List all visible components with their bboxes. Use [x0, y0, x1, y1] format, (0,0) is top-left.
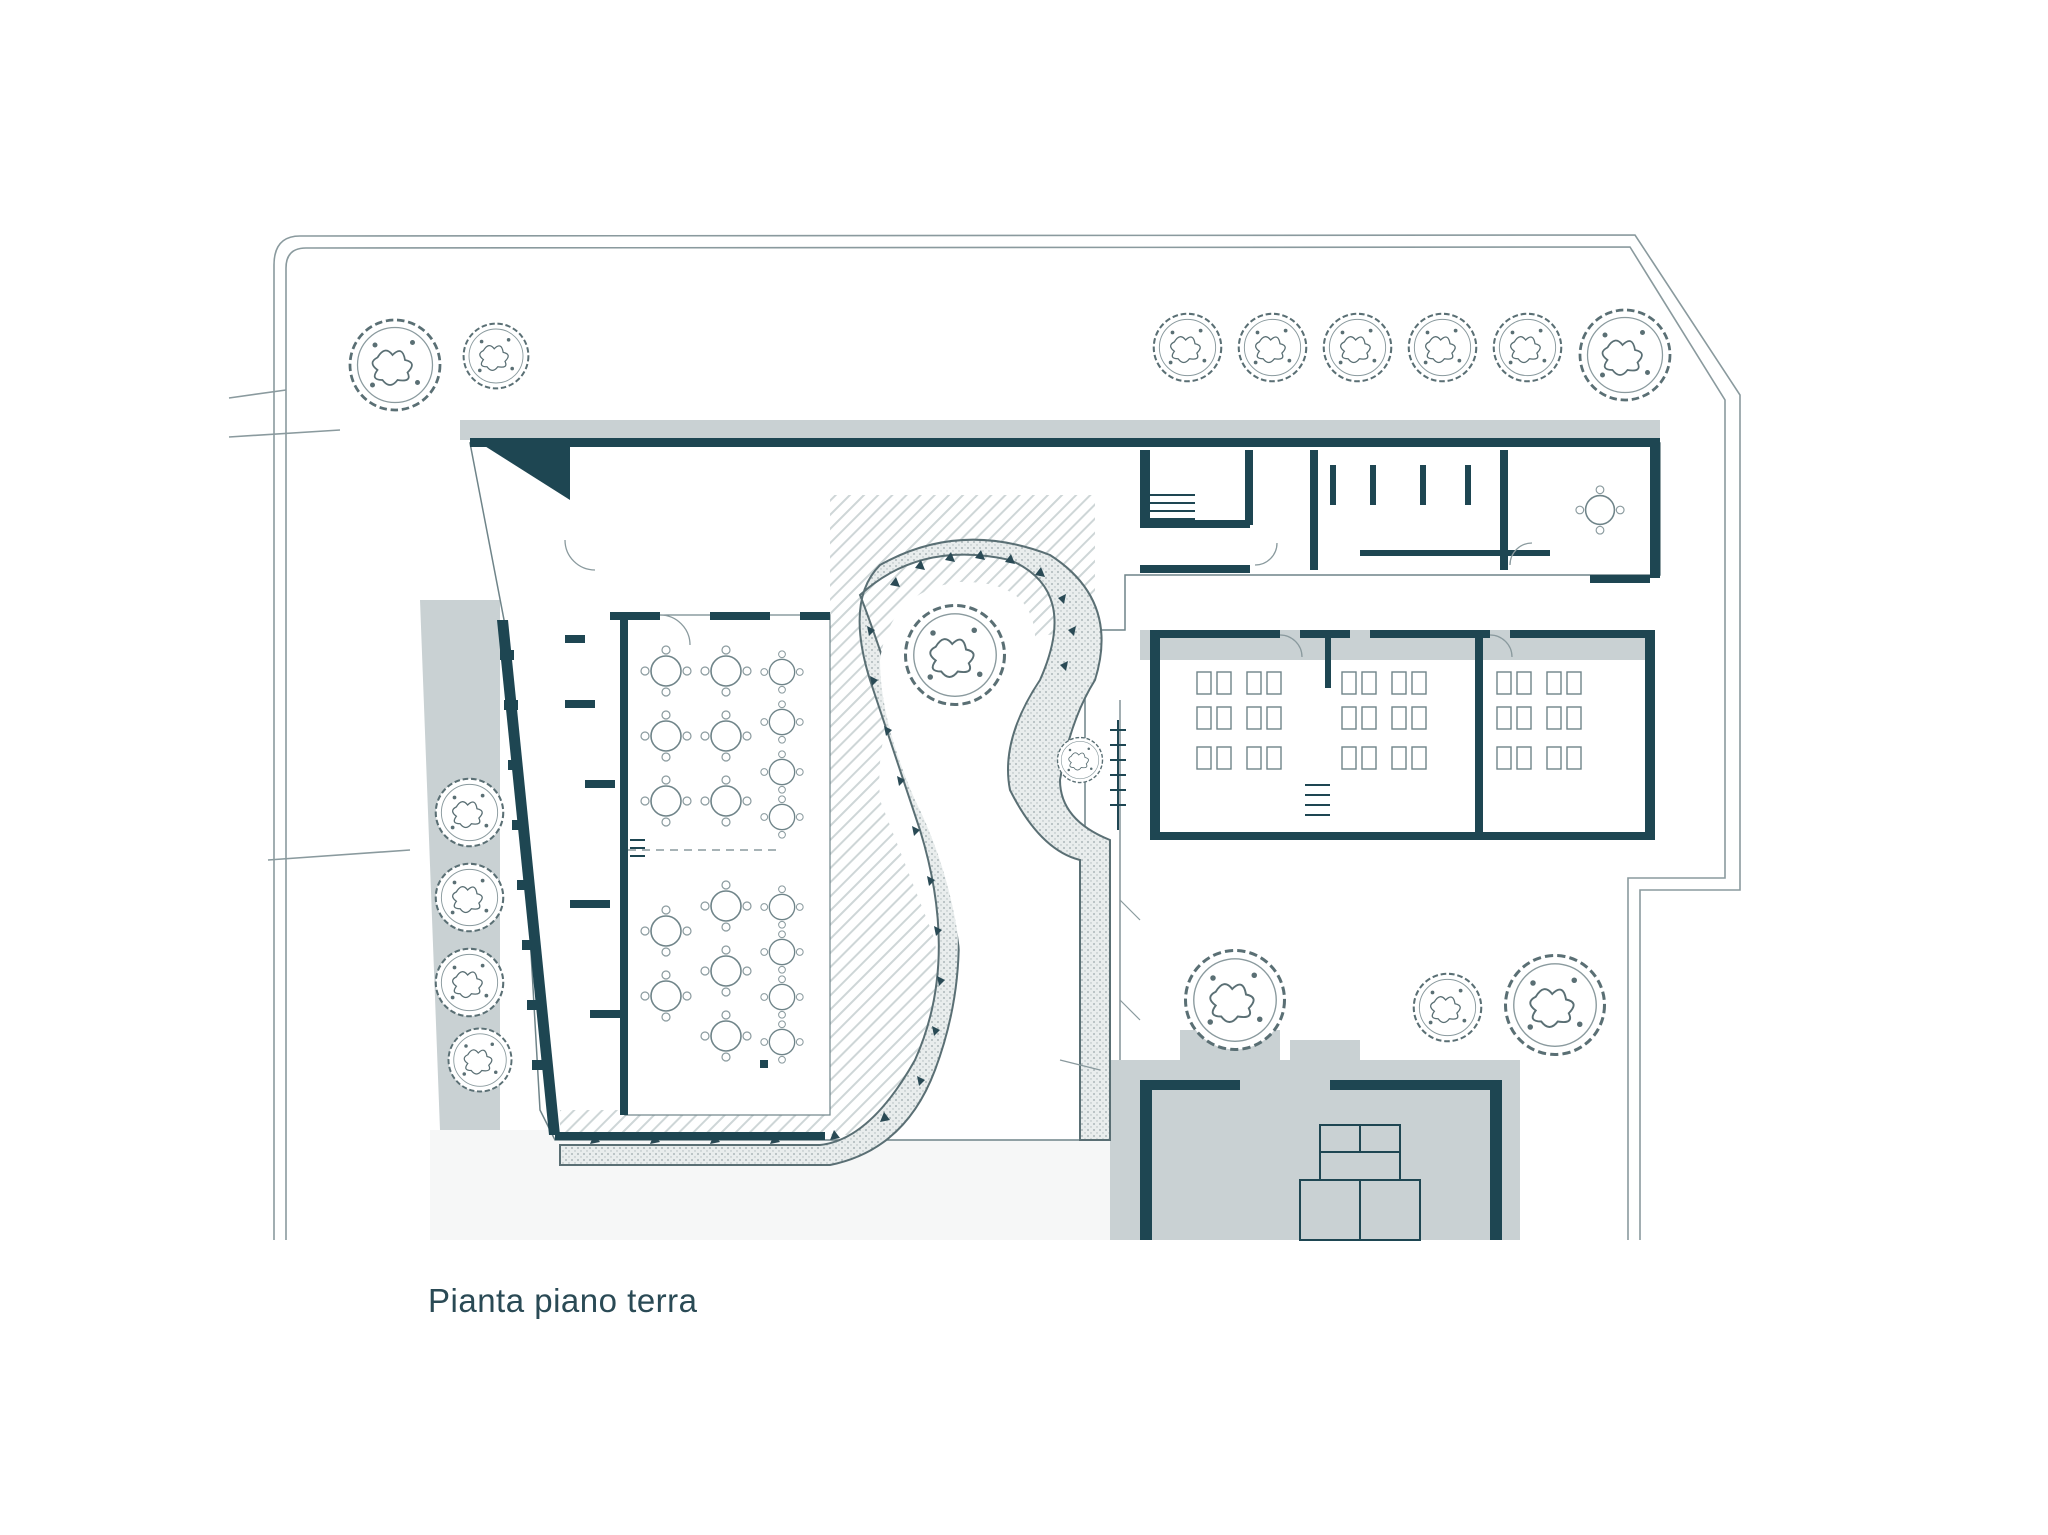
desk-icon: [1496, 671, 1532, 695]
facade-ribs: [460, 420, 1606, 438]
desk-icon: [1341, 671, 1377, 695]
tree-icon: [434, 862, 505, 933]
tree-icon: [1503, 953, 1607, 1057]
courtyard-curve: [559, 538, 1111, 1166]
desk-icon: [1546, 706, 1582, 730]
desk-icon: [1496, 746, 1532, 770]
tree-icon: [1578, 308, 1672, 402]
desk-icon: [1496, 706, 1532, 730]
tree-icon: [1183, 948, 1287, 1052]
desk-icon: [1341, 746, 1377, 770]
desk-icon: [1196, 706, 1232, 730]
desk-icon: [1196, 671, 1232, 695]
door-swing-icon: [564, 539, 1533, 658]
walls: [470, 438, 1660, 1240]
tree-icon: [1492, 312, 1563, 383]
desk-icon: [1391, 746, 1427, 770]
desk-icon: [1246, 671, 1282, 695]
tree-icon: [903, 603, 1007, 707]
lower-building-interior: [1299, 1124, 1421, 1241]
tree-icon: [434, 777, 505, 848]
desk-icon: [1246, 706, 1282, 730]
tree-icon: [1152, 312, 1223, 383]
desk-icon: [1341, 706, 1377, 730]
tree-icon: [1407, 312, 1478, 383]
tree-icon: [462, 322, 530, 390]
desk-icon: [1546, 671, 1582, 695]
tree-icon: [1412, 972, 1483, 1043]
stair-icon: [630, 494, 1330, 857]
plan-caption: Pianta piano terra: [428, 1282, 698, 1319]
tree-icon: [348, 318, 442, 412]
desk-icon: [1391, 671, 1427, 695]
desk-icon: [1391, 706, 1427, 730]
pergola-markers: [590, 550, 1076, 1144]
courtyard-garden: [880, 581, 1075, 1135]
site-lines: [1059, 899, 1141, 1071]
tree-icon: [1056, 736, 1104, 784]
desk-icon: [1196, 746, 1232, 770]
desk-icon: [1246, 746, 1282, 770]
tree-icon: [447, 1027, 513, 1093]
facade-piers: [500, 650, 546, 1070]
tree-icon: [1322, 312, 1393, 383]
tree-icon: [434, 947, 505, 1018]
tree-icon: [1237, 312, 1308, 383]
desk-icon: [1546, 746, 1582, 770]
classroom-desks: [1196, 671, 1582, 770]
